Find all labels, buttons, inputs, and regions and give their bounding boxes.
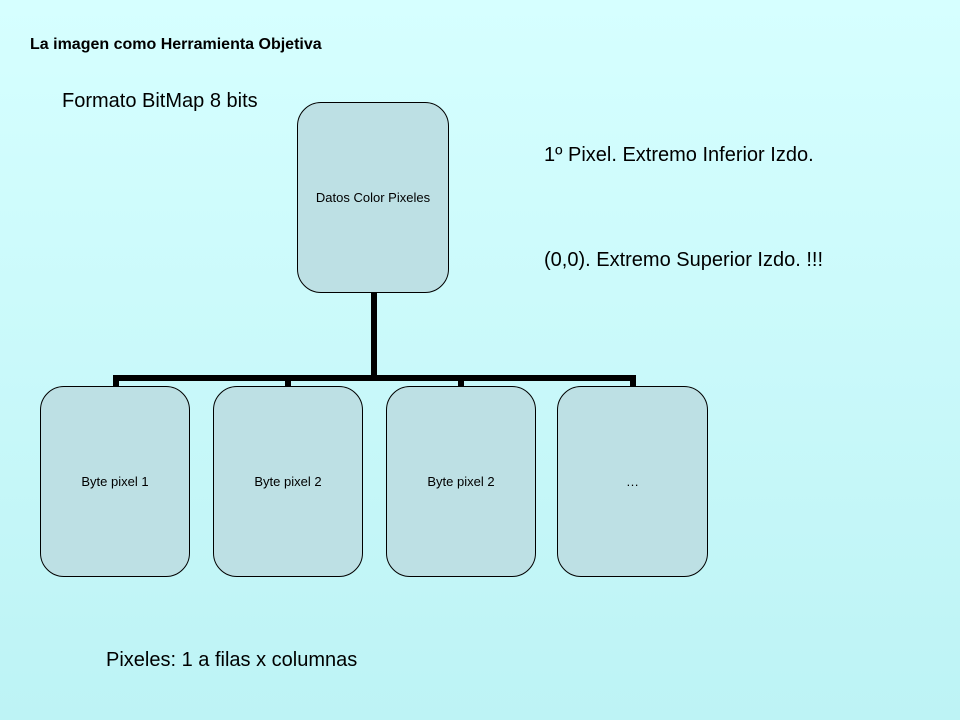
slide-title: La imagen como Herramienta Objetiva xyxy=(30,36,322,53)
format-label: Formato BitMap 8 bits xyxy=(62,90,258,112)
child-connector-line xyxy=(285,375,291,387)
child-node-label: Byte pixel 2 xyxy=(254,474,322,489)
child-node: … xyxy=(557,386,708,577)
child-node: Byte pixel 2 xyxy=(213,386,363,577)
root-node-label: Datos Color Pixeles xyxy=(315,190,431,205)
child-node: Byte pixel 2 xyxy=(386,386,536,577)
horizontal-connector-line xyxy=(113,375,636,381)
pixels-count-label: Pixeles: 1 a filas x columnas xyxy=(106,649,358,671)
child-node-label: … xyxy=(626,474,639,489)
child-connector-line xyxy=(113,375,119,387)
child-connector-line xyxy=(630,375,636,387)
child-node-label: Byte pixel 2 xyxy=(427,474,495,489)
root-connector-line xyxy=(371,292,377,376)
first-pixel-note: 1º Pixel. Extremo Inferior Izdo. xyxy=(544,144,814,166)
child-connector-line xyxy=(458,375,464,387)
child-node-label: Byte pixel 1 xyxy=(81,474,149,489)
origin-note: (0,0). Extremo Superior Izdo. !!! xyxy=(544,249,823,271)
child-node: Byte pixel 1 xyxy=(40,386,190,577)
root-node: Datos Color Pixeles xyxy=(297,102,449,293)
